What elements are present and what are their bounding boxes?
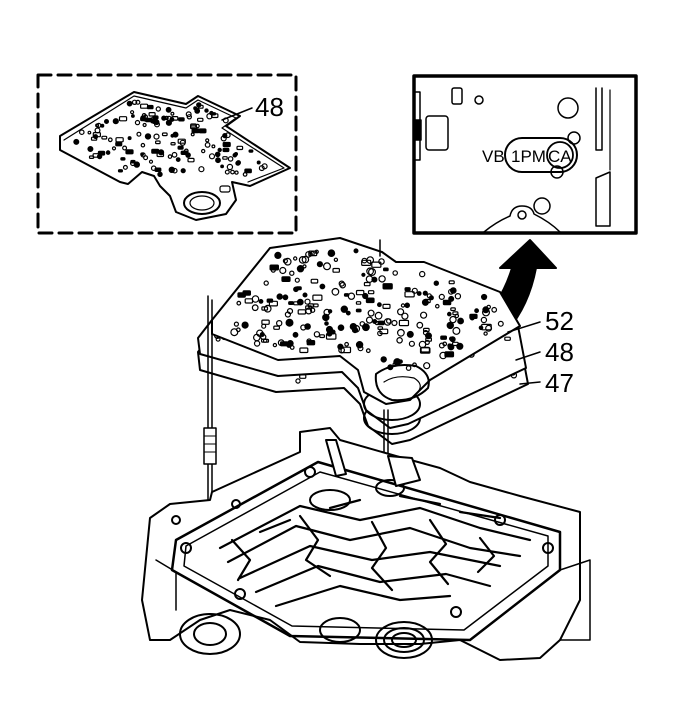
inset-callout-leader [221,107,253,121]
stamp-oval [504,137,578,173]
leader-47 [519,381,541,385]
stamp-prefix: VB [482,147,505,166]
callout-52: 52 [545,306,574,336]
inset-frame-left [36,73,298,235]
callout-48: 48 [545,337,574,367]
transmission-case [141,427,591,661]
inset-frame-right [412,74,638,235]
stamp-circled: CA [548,147,572,166]
leader-48 [515,351,541,361]
callout-inset-48: 48 [255,92,284,122]
stamp-ca-ring [546,141,574,169]
leader-52 [507,321,541,333]
stamp-middle: 1PM [511,147,546,166]
plate-detail-view [413,87,611,233]
upper-gasket [211,237,521,405]
inset-spacer-plate [59,91,291,221]
callout-47: 47 [545,368,574,398]
